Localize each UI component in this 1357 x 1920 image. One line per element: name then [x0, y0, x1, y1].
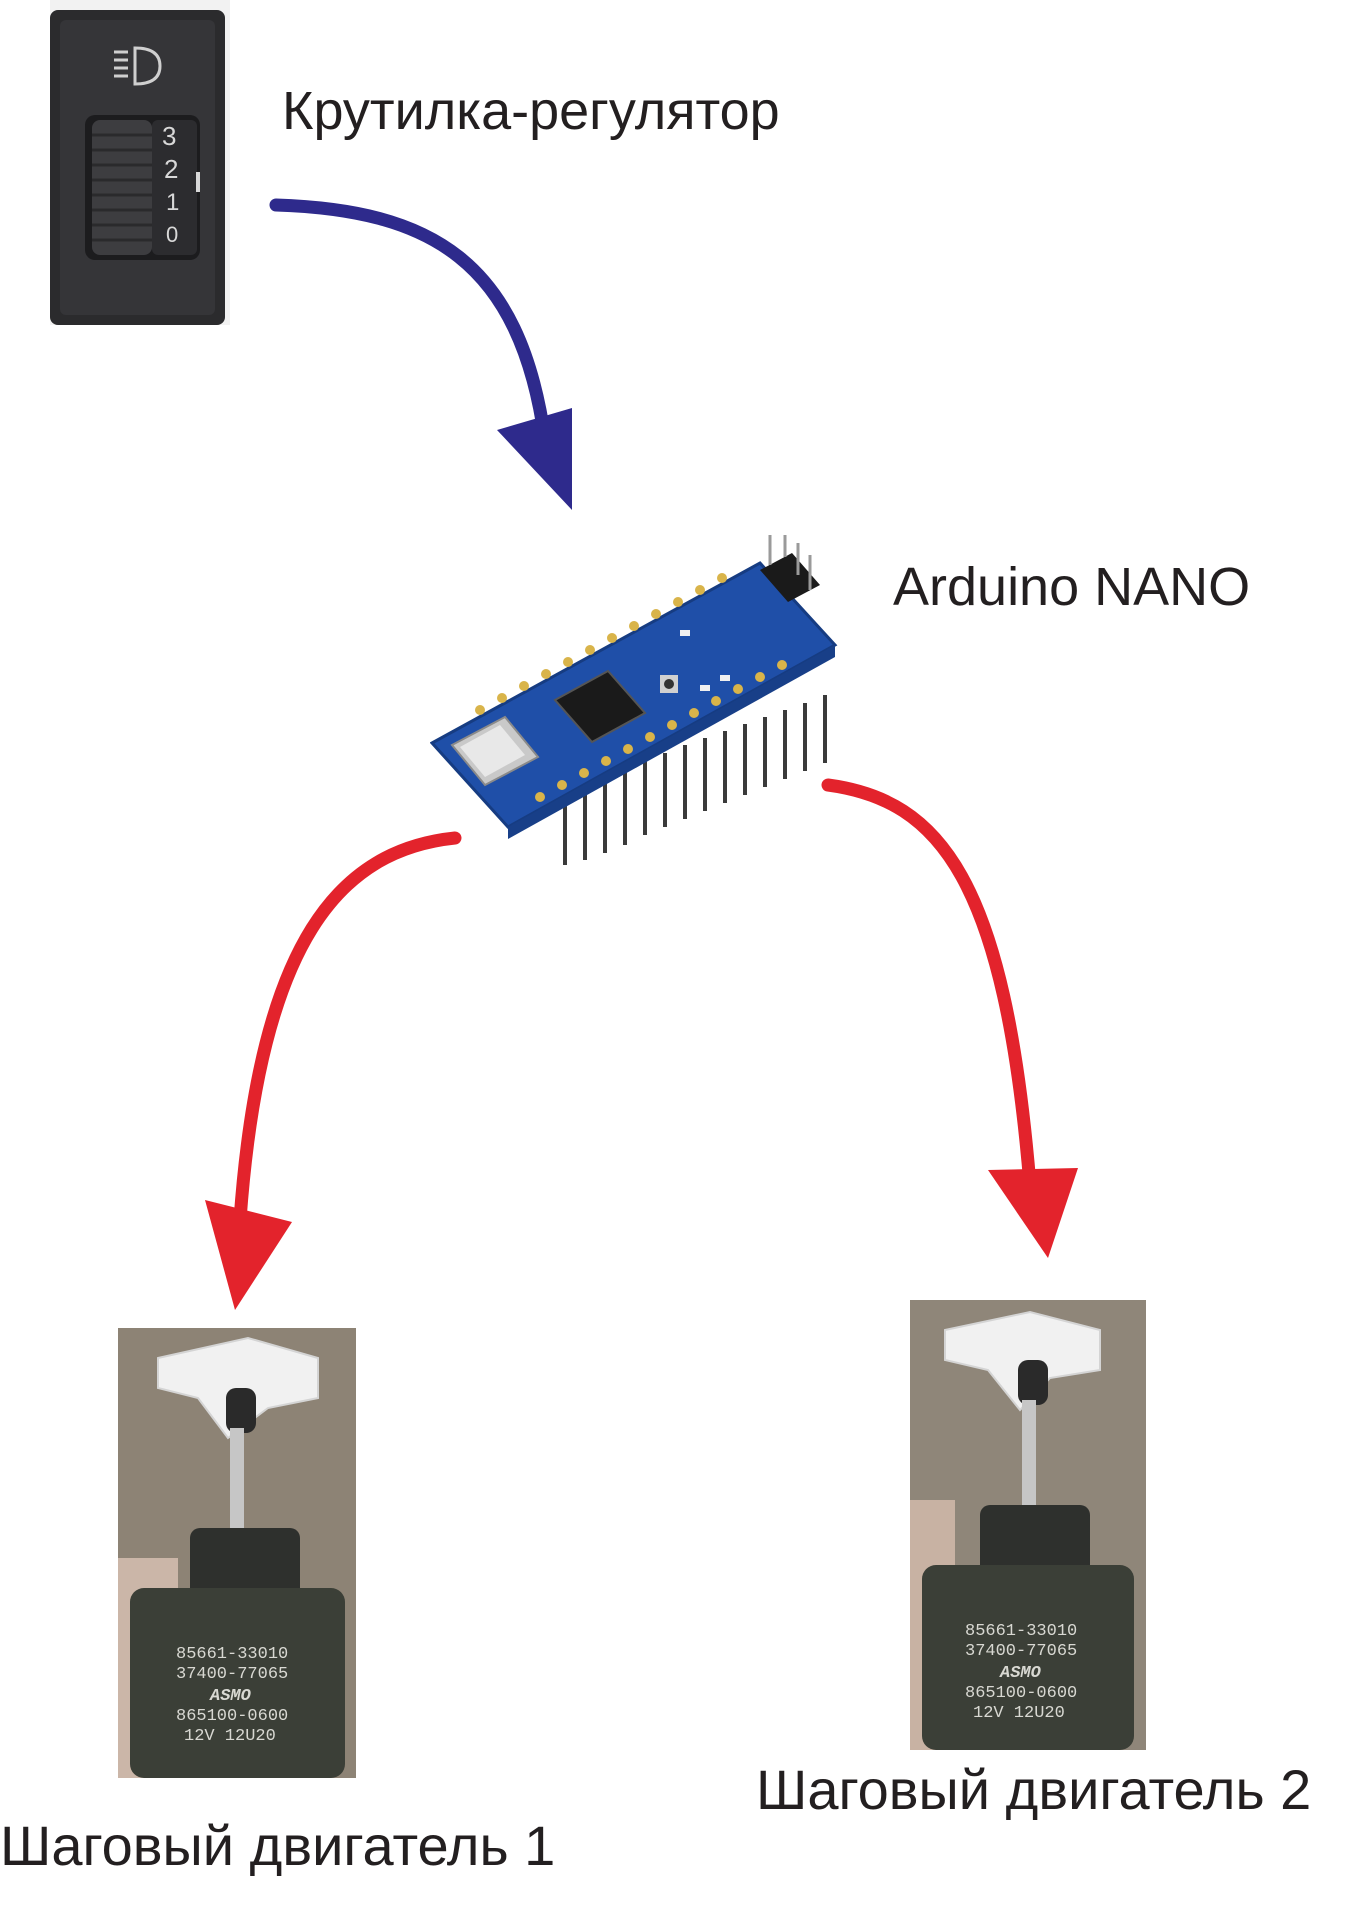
motor2-marking-line1: 85661-33010	[965, 1622, 1077, 1641]
dial-regulator-photo: 3 2 1 0	[50, 0, 230, 325]
motor2-marking-line3: 865100-0600	[965, 1684, 1077, 1703]
dial-number-0: 0	[166, 222, 178, 247]
motor1-marking-line3: 865100-0600	[176, 1707, 288, 1726]
stepper-motor-2-photo: 85661-33010 37400-77065 ASMO 865100-0600…	[910, 1300, 1146, 1750]
arrow-nano-to-motor1	[233, 831, 462, 1227]
motor2-marking-line4: 12V 12U20	[973, 1704, 1065, 1723]
label-arduino-nano: Arduino NANO	[893, 557, 1251, 617]
dial-number-1: 1	[166, 189, 179, 216]
arrow-dial-to-nano-head	[497, 408, 572, 510]
motor2-marking-brand: ASMO	[999, 1664, 1042, 1683]
motor1-marking-line2: 37400-77065	[176, 1665, 288, 1684]
motor1-marking-line4: 12V 12U20	[184, 1727, 276, 1746]
label-stepper-motor-2: Шаговый двигатель 2	[756, 1758, 1312, 1821]
motor1-marking-line1: 85661-33010	[176, 1645, 288, 1664]
arrow-nano-to-motor2	[821, 778, 1037, 1192]
arduino-nano-photo	[430, 535, 870, 875]
dial-number-3: 3	[162, 121, 176, 151]
label-dial-regulator: Крутилка-регулятор	[282, 81, 780, 141]
headlight-icon	[114, 46, 162, 86]
dial-number-2: 2	[164, 154, 178, 184]
label-stepper-motor-1: Шаговый двигатель 1	[0, 1814, 556, 1877]
arrow-nano-to-motor2-head	[988, 1168, 1078, 1258]
stepper-motor-1-photo: 85661-33010 37400-77065 ASMO 865100-0600…	[118, 1328, 356, 1778]
motor2-marking-line2: 37400-77065	[965, 1642, 1077, 1661]
arrow-nano-to-motor1-head	[205, 1200, 292, 1310]
arrow-dial-to-nano	[269, 198, 552, 447]
motor1-marking-brand: ASMO	[209, 1687, 252, 1706]
